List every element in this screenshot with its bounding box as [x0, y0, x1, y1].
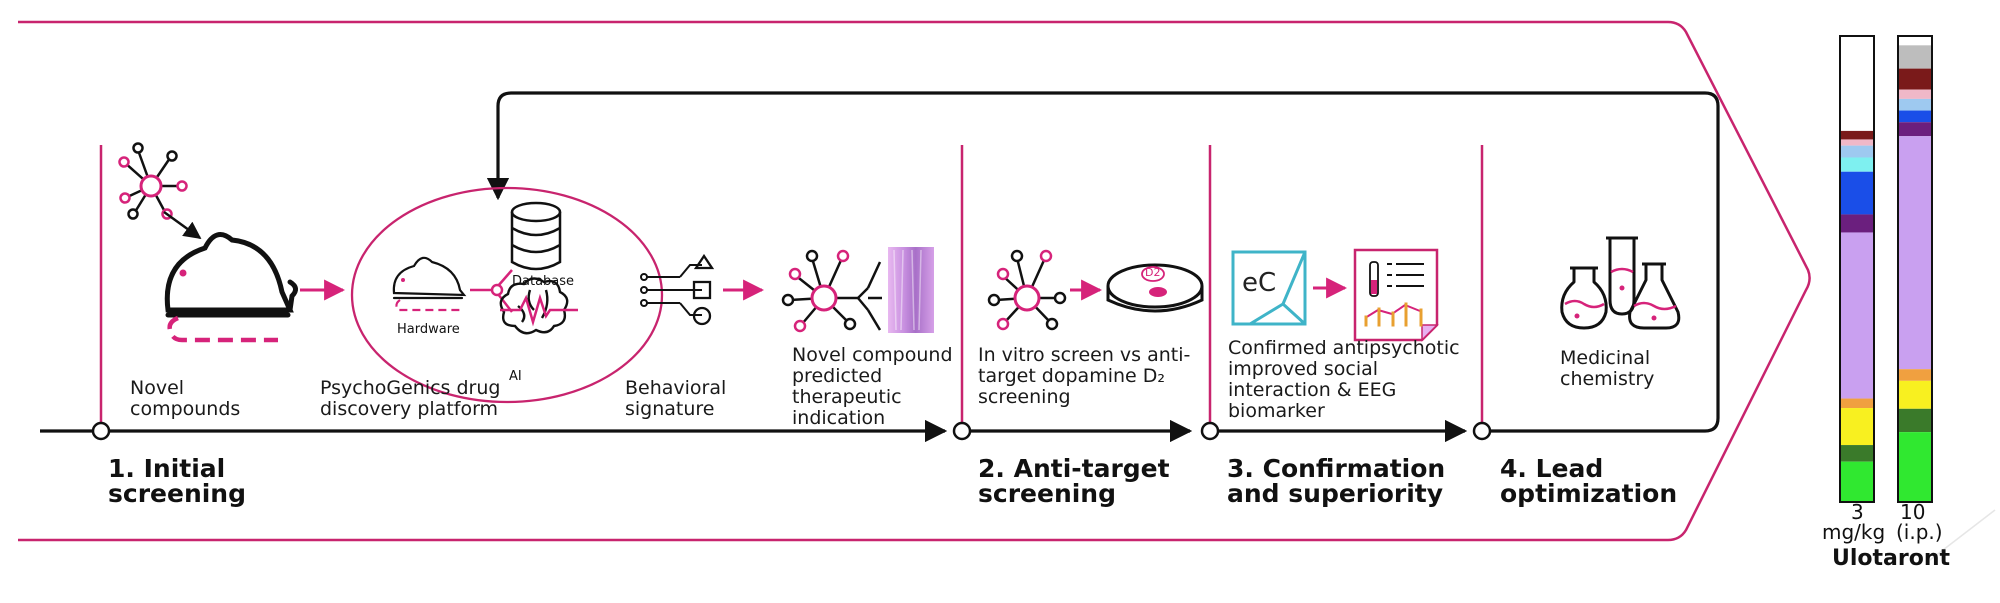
- outer-frame: [18, 20, 1811, 542]
- compound-molecule-icon: [118, 142, 188, 220]
- corner-decoration: [1929, 509, 1996, 561]
- ai-label: AI: [509, 369, 522, 384]
- bar-segment: [1840, 445, 1874, 462]
- bar-segment: [1898, 110, 1932, 123]
- bar-outline: [1897, 35, 1933, 503]
- bar-segment: [1898, 136, 1932, 370]
- timeline-node: [91, 421, 111, 441]
- novel-compounds-label: Novel compounds: [130, 377, 241, 420]
- database-icon: [510, 201, 562, 271]
- anti-target-molecule-icon: [987, 249, 1067, 331]
- bar-segment: [1898, 36, 1932, 46]
- medicinal-chemistry-icon: [1560, 236, 1681, 330]
- dose-label-high: 10: [1900, 500, 1926, 524]
- signature-bars: [1839, 35, 1933, 503]
- bar-segment: [1898, 432, 1932, 502]
- ai-pulse-line: [500, 293, 578, 327]
- medicinal-chemistry-label: Medicinal chemistry: [1560, 347, 1655, 390]
- step-1-title: 1. Initial screening: [108, 454, 247, 508]
- mouse-tail-dashed: [167, 315, 278, 343]
- bar-segment: [1898, 98, 1932, 111]
- bar-segment: [1898, 408, 1932, 433]
- bar-segment: [1898, 45, 1932, 69]
- d2-petri-dish-icon: [1106, 263, 1204, 313]
- feedback-loop-arrow: [486, 91, 1720, 433]
- predicted-indication-label: Novel compound predicted therapeutic ind…: [792, 344, 953, 429]
- bar-segment: [1898, 380, 1932, 409]
- bar-segment: [1840, 36, 1874, 131]
- platform-label: PsychoGenics drug discovery platform: [320, 377, 501, 420]
- ec-logo-label: eC: [1242, 268, 1277, 298]
- dose-unit-label: mg/kg: [1822, 520, 1886, 544]
- timeline-node: [1472, 421, 1492, 441]
- d2-badge: [1141, 266, 1165, 282]
- bar-segment: [1840, 398, 1874, 409]
- flask-bubbles: [1574, 285, 1657, 321]
- timeline-node: [952, 421, 972, 441]
- hardware-dashed-tail: [395, 299, 462, 312]
- bar-segment: [1840, 130, 1874, 140]
- timeline-node: [1200, 421, 1220, 441]
- prediction-molecule-icon: [781, 249, 882, 333]
- dose-label-low: 3: [1851, 500, 1864, 524]
- d2-dish-label: D2: [1145, 266, 1161, 279]
- ai-brain-icon: [499, 277, 569, 335]
- prediction-heatmap: [888, 247, 934, 333]
- bar-segment: [1840, 214, 1874, 233]
- bar-outline: [1839, 35, 1875, 503]
- behavioral-signature-label: Behavioral signature: [625, 377, 727, 420]
- step-4-title: 4. Lead optimization: [1500, 454, 1678, 508]
- hardware-mouse-eye: [401, 278, 405, 282]
- confirmed-label: Confirmed antipsychotic improved social …: [1228, 337, 1460, 422]
- platform-ellipse: [350, 186, 664, 404]
- platform-connector: [470, 269, 513, 313]
- bar-segment: [1840, 461, 1874, 502]
- dose-route-label: (i.p.): [1896, 520, 1943, 544]
- bar-segment: [1840, 232, 1874, 399]
- step-2-title: 2. Anti-target screening: [978, 454, 1170, 508]
- hardware-label: Hardware: [397, 322, 460, 337]
- bar-segment: [1840, 139, 1874, 146]
- bar-segment: [1898, 89, 1932, 99]
- mouse-eye: [179, 269, 187, 277]
- compound-to-mouse-arrow: [163, 210, 202, 240]
- step-3-title: 3. Confirmation and superiority: [1227, 454, 1446, 508]
- ec-logo-icon: [1231, 250, 1307, 326]
- behavioral-signature-icon: [640, 253, 715, 326]
- bar-segment: [1840, 145, 1874, 158]
- mouse-icon: [164, 232, 298, 318]
- in-vitro-label: In vitro screen vs anti- target dopamine…: [978, 344, 1191, 408]
- dish-cell-spot: [1149, 287, 1167, 297]
- bar-segment: [1898, 369, 1932, 381]
- results-card-icon: [1353, 248, 1439, 342]
- flask-liquid: [1564, 267, 1677, 311]
- bar-segment: [1840, 171, 1874, 215]
- database-label: Database: [512, 274, 575, 289]
- heatmap-streaks: [893, 249, 922, 331]
- bar-segment: [1898, 122, 1932, 137]
- hardware-mouse-icon: [392, 256, 467, 300]
- bar-segment: [1840, 408, 1874, 446]
- bar-segment: [1840, 157, 1874, 172]
- bar-segment: [1898, 68, 1932, 90]
- drug-name-label: Ulotaront: [1832, 546, 1951, 571]
